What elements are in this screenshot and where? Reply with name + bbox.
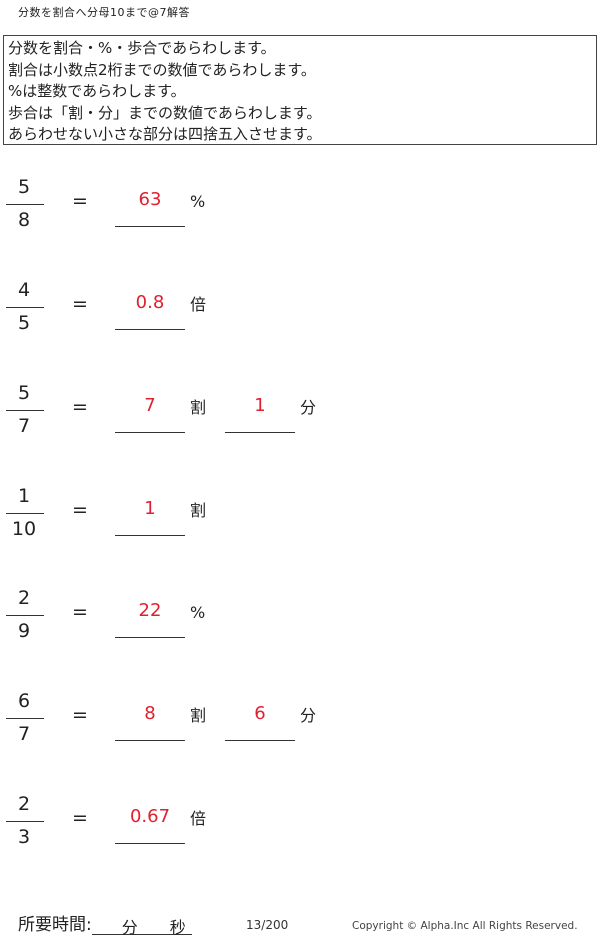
fraction-bar [6,410,44,411]
answer-value: 0.8 [135,292,165,313]
answer-blank[interactable]: 6 [225,684,295,746]
answer-blank[interactable]: 8 [115,684,185,746]
answer-underline [115,740,185,741]
numerator: 1 [17,485,31,507]
answer-underline [225,432,295,433]
answer-value: 8 [144,703,156,724]
answer-blank[interactable]: 1 [115,479,185,541]
answer-blank[interactable]: 1 [225,376,295,438]
unit-label: 分 [300,706,317,725]
instruction-line: 割合は小数点2桁までの数値であらわします。 [8,60,316,79]
fraction-bar [6,615,44,616]
answer-underline [115,637,185,638]
numerator: 2 [17,793,31,815]
page-number: 13/200 [246,918,289,932]
denominator: 7 [17,415,31,437]
instructions-box: 分数を割合・%・歩合であらわします。 割合は小数点2桁までの数値であらわします。… [3,35,597,145]
worksheet-title: 分数を割合へ分母10まで@7解答 [18,6,190,19]
answer-underline [115,329,185,330]
unit-label: 倍 [190,809,207,828]
fraction-bar [6,307,44,308]
answer-blank[interactable]: 22 [115,581,185,643]
answer-underline [225,740,295,741]
time-blank[interactable]: 分秒 [91,914,192,937]
unit-label: 割 [190,501,207,520]
answer-value: 6 [254,703,266,724]
equals-sign: = [72,601,88,623]
instruction-line: 分数を割合・%・歩合であらわします。 [8,39,276,57]
answer-blank[interactable]: 7 [115,376,185,438]
answer-underline [115,432,185,433]
copyright-text: Copyright © Alpha.Inc All Rights Reserve… [352,920,578,932]
equals-sign: = [72,293,88,315]
denominator: 10 [11,518,37,540]
unit-label: 割 [190,706,207,725]
instruction-line: 歩合は「割・分」までの数値であらわします。 [8,103,322,122]
numerator: 4 [17,279,31,301]
fraction-bar [6,718,44,719]
numerator: 6 [17,690,31,712]
denominator: 7 [17,723,31,745]
fraction-bar [6,513,44,514]
answer-blank[interactable]: 0.67 [115,787,185,849]
unit-label: 割 [190,398,207,417]
answer-blank[interactable]: 63 [115,170,185,232]
unit-label: 倍 [190,295,207,314]
answer-value: 7 [144,395,156,416]
unit-label: 分 [300,398,317,417]
unit-label: % [190,603,206,622]
equals-sign: = [72,499,88,521]
answer-blank[interactable]: 0.8 [115,273,185,335]
unit-label: % [190,192,206,211]
minute-label: 分 [121,918,138,937]
answer-underline [115,843,185,844]
answer-value: 22 [138,600,162,621]
second-label: 秒 [169,918,186,937]
denominator: 3 [17,826,31,848]
denominator: 9 [17,620,31,642]
equals-sign: = [72,807,88,829]
answer-value: 1 [254,395,266,416]
fraction-bar [6,204,44,205]
equals-sign: = [72,396,88,418]
numerator: 2 [17,587,31,609]
equals-sign: = [72,704,88,726]
numerator: 5 [17,382,31,404]
problem-row: 1 10 = 1 割 [0,479,600,559]
time-label: 所要時間: [18,915,92,935]
fraction: 1 10 [4,479,44,547]
time-taken: 所要時間:分秒 [18,910,192,937]
answer-value: 0.67 [129,806,171,827]
instruction-line: %は整数であらわします。 [8,82,186,100]
equals-sign: = [72,190,88,212]
fraction-bar [6,821,44,822]
denominator: 5 [17,312,31,334]
answer-value: 63 [138,189,162,210]
answer-underline [115,535,185,536]
answer-value: 1 [144,498,156,519]
numerator: 5 [17,176,31,198]
instruction-line: あらわせない小さな部分は四捨五入させます。 [8,125,322,143]
denominator: 8 [17,209,31,231]
answer-underline [115,226,185,227]
